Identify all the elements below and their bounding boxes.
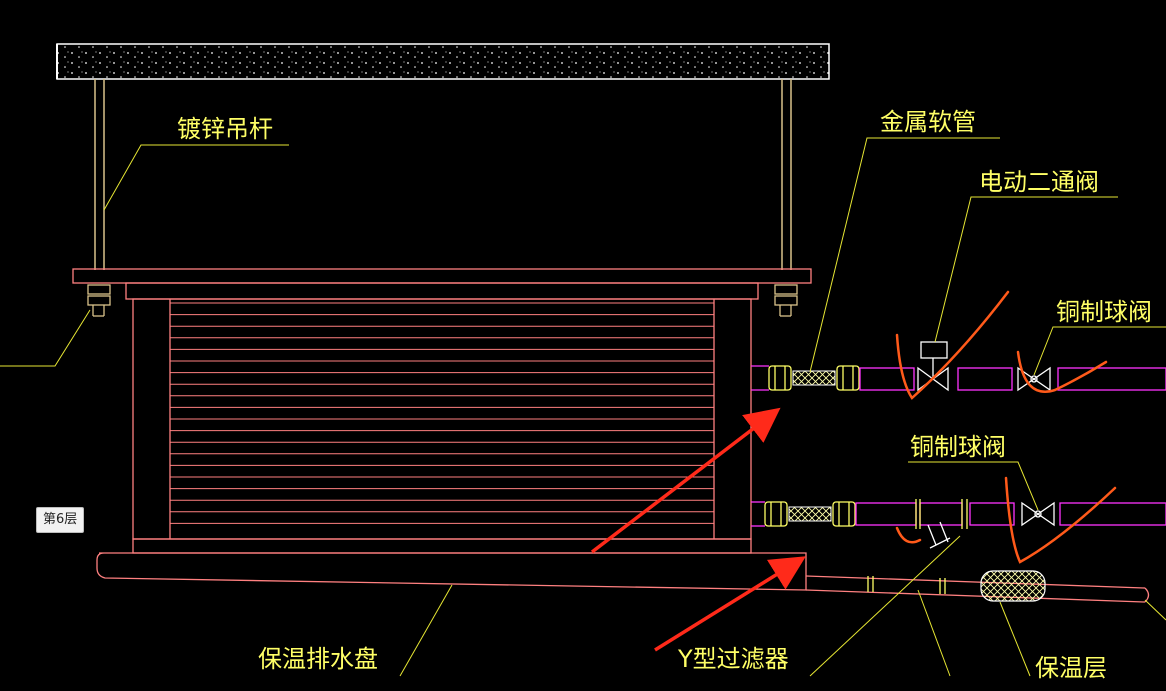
lower-metal-hose — [788, 506, 832, 522]
label-insulation-layer: 保温层 — [1035, 654, 1107, 682]
coil-fins — [170, 302, 714, 524]
label-y-strainer: Y型过滤器 — [677, 645, 789, 673]
label-copper-ball-valve-upper: 铜制球阀 — [1056, 298, 1152, 326]
label-electric-two-way-valve: 电动二通阀 — [979, 168, 1099, 196]
label-metal-hose: 金属软管 — [880, 108, 976, 136]
y-strainer — [915, 499, 968, 549]
annotation-sketch-marks — [895, 290, 1117, 564]
drain-pipe-joint-1 — [867, 576, 874, 592]
annotation-arrows — [590, 407, 806, 652]
label-galvanized-rod: 镀锌吊杆 — [177, 115, 273, 143]
drain-insulation-sleeve — [980, 570, 1046, 602]
lower-hose-fitting — [832, 501, 856, 527]
upper-hose-fitting — [836, 365, 860, 391]
leader-lines — [0, 137, 1166, 677]
upper-metal-hose — [792, 370, 836, 386]
upper-pipe — [859, 367, 1166, 391]
upper-copper-ball-valve — [1017, 366, 1051, 392]
drain-pipe — [805, 575, 1150, 603]
galvanized-hanging-rod — [94, 79, 792, 270]
label-insulated-drain-pan: 保温排水盘 — [258, 645, 378, 673]
rod-nut-left — [87, 284, 111, 317]
drain-pipe-joint-2 — [939, 578, 946, 594]
fan-coil-unit — [72, 268, 812, 554]
lower-pipe-connection — [751, 501, 788, 527]
rod-nut-right — [774, 284, 798, 317]
ceiling-slab — [56, 43, 830, 80]
label-copper-ball-valve-lower: 铜制球阀 — [910, 433, 1006, 461]
lower-copper-ball-valve — [1021, 501, 1055, 527]
insulated-drain-pan — [96, 552, 807, 591]
floor-badge: 第6层 — [36, 507, 85, 533]
electric-two-way-valve — [917, 341, 949, 392]
upper-pipe-connection — [751, 365, 792, 391]
